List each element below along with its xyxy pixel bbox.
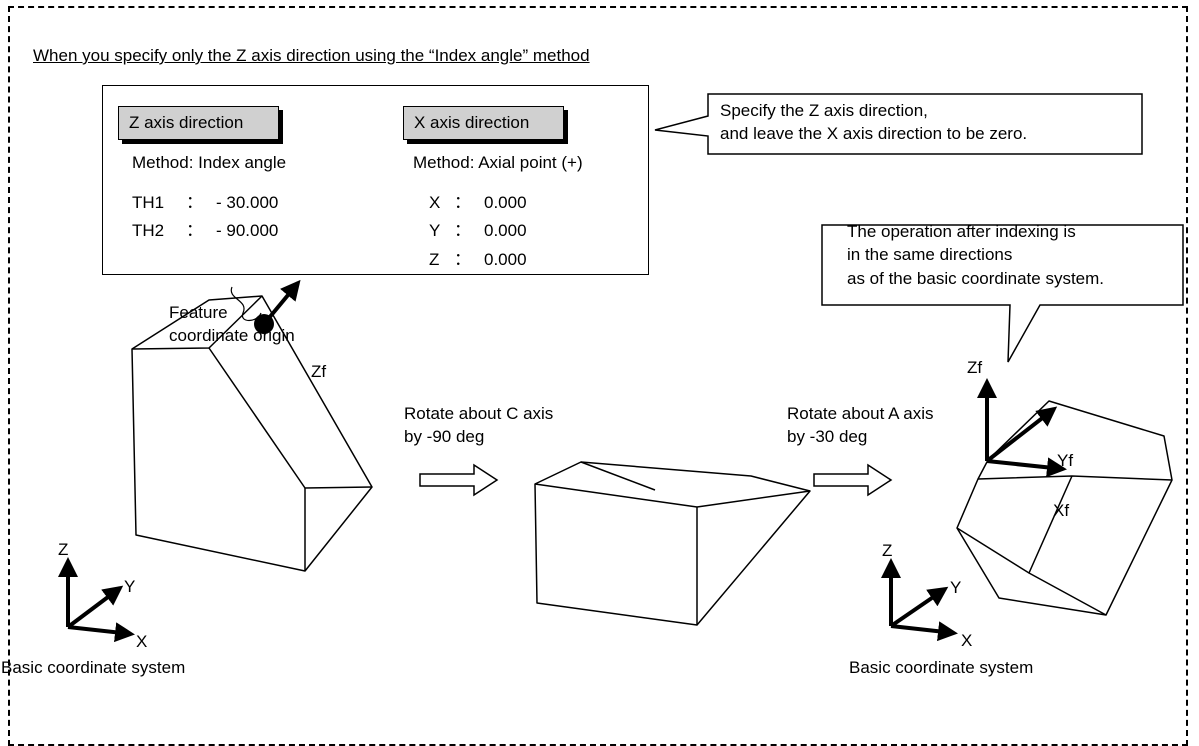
basic-axes-left (58, 557, 135, 643)
z-method: Method: Index angle (132, 153, 287, 172)
callout2-line1: The operation after indexing is (847, 222, 1076, 241)
step1-line1: Rotate about C axis (404, 404, 554, 423)
step1-line2: by -90 deg (404, 427, 485, 446)
y-label-right: Y (950, 578, 962, 597)
xf-label: Xf (1053, 501, 1070, 520)
x-axis-direction-header: X axis direction (403, 106, 564, 140)
x-row-sep: ： (454, 193, 471, 212)
callout2-line2: in the same directions (847, 245, 1013, 264)
callout1-line1: Specify the Z axis direction, (720, 101, 928, 120)
diagram-title: When you specify only the Z axis directi… (33, 46, 590, 65)
feature-origin-line1: Feature (169, 303, 228, 322)
th2-sep: ： (186, 221, 203, 240)
x-label-left: X (136, 632, 148, 651)
feature-origin-leader (230, 286, 262, 322)
callout-bubble-2 (821, 224, 1184, 363)
z-row-sep: ： (454, 250, 471, 269)
zf-axis-arrow-1 (262, 279, 301, 326)
z-label-right: Z (882, 541, 893, 560)
callout2-line3: as of the basic coordinate system. (847, 269, 1105, 288)
feature-origin-line2: coordinate origin (169, 326, 295, 345)
yf-axis-arrow (985, 406, 1058, 463)
y-row-label: Y (429, 221, 441, 240)
x-label-right: X (961, 631, 973, 650)
x-row-value: 0.000 (484, 193, 527, 212)
parameter-panel: Z axis direction X axis direction Method… (102, 85, 649, 275)
y-label-left: Y (124, 577, 136, 596)
xf-axis-arrow (986, 457, 1067, 478)
th2-label: TH2 (132, 221, 165, 240)
yf-label: Yf (1057, 451, 1074, 470)
zf-label-3: Zf (967, 358, 983, 377)
z-label-left: Z (58, 540, 69, 559)
step2-line2: by -30 deg (787, 427, 868, 446)
workpiece-block-original (131, 295, 373, 572)
step2-line1: Rotate about A axis (787, 404, 934, 423)
process-arrow-1 (419, 463, 499, 497)
basic-axes-right (881, 558, 958, 642)
z-row-value: 0.000 (484, 250, 527, 269)
y-row-sep: ： (454, 221, 471, 240)
workpiece-block-rotated-c (534, 461, 811, 626)
y-row-value: 0.000 (484, 221, 527, 240)
zf-label-1: Zf (311, 362, 327, 381)
th2-value: - 90.000 (216, 221, 279, 240)
th1-value: - 30.000 (216, 193, 279, 212)
basic-coordinate-label-left: Basic coordinate system (1, 658, 186, 677)
workpiece-block-rotated-a (956, 400, 1173, 616)
basic-coordinate-label-right: Basic coordinate system (849, 658, 1034, 677)
x-row-label: X (429, 193, 441, 212)
z-row-label: Z (429, 250, 440, 269)
th1-label: TH1 (132, 193, 165, 212)
z-axis-direction-header: Z axis direction (118, 106, 279, 140)
x-method: Method: Axial point (+) (413, 153, 583, 172)
callout1-line2: and leave the X axis direction to be zer… (720, 124, 1028, 143)
callout-bubble-1 (654, 93, 1143, 155)
process-arrow-2 (813, 463, 893, 497)
th1-sep: ： (186, 193, 203, 212)
